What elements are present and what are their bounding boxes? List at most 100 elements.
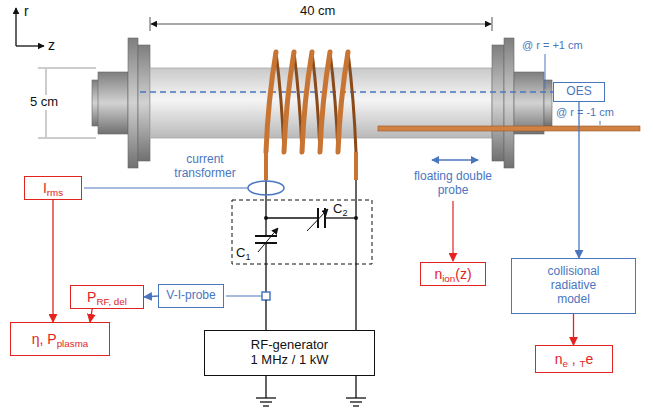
label: @ r = -1 cm <box>556 106 614 119</box>
node-text: Irms <box>43 180 63 196</box>
variable-arrow <box>307 209 328 231</box>
dimension-line <box>151 24 491 25</box>
text-part: C <box>333 201 342 216</box>
spectrometer-box: OES <box>553 82 605 102</box>
coil-lead <box>264 152 268 180</box>
connector-arrow <box>573 314 574 345</box>
junction <box>354 216 358 220</box>
end-cap <box>98 72 128 134</box>
result-box: η, Pplasma <box>10 322 110 356</box>
node-text: 1 MHz / 1 kW <box>250 353 328 368</box>
node-text: η, Pplasma <box>32 331 89 347</box>
capacitor-plate <box>317 208 319 228</box>
wire <box>265 243 266 292</box>
label: C1 <box>236 246 250 261</box>
measured-quantity: PRF, del <box>70 285 144 309</box>
subscript: 1 <box>245 252 250 262</box>
coil-back <box>276 52 356 152</box>
output-arrow <box>452 201 453 261</box>
label: C2 <box>333 202 347 217</box>
text-part: (z) <box>455 266 471 282</box>
node-text: V-I-probe <box>166 289 215 303</box>
dimension-extension <box>38 68 96 69</box>
label: 5 cm <box>30 95 58 110</box>
dimension-tick <box>492 17 493 31</box>
subscript: ion <box>442 273 455 284</box>
subscript: rms <box>47 187 63 198</box>
text-part: collisional radiative model <box>547 264 599 306</box>
text-part: floating double probe <box>414 169 492 197</box>
end-cap <box>514 72 544 134</box>
subscript: plasma <box>57 338 89 349</box>
text-part: e <box>586 351 594 367</box>
text-part: RF-generator <box>251 337 328 352</box>
text-part: n <box>434 266 442 282</box>
label: @ r = +1 cm <box>522 39 583 52</box>
capacitor-plate <box>255 235 277 237</box>
flange <box>492 45 504 161</box>
connector-arrow <box>52 200 53 322</box>
matchbox-outline <box>232 200 372 264</box>
signal-line <box>226 295 262 296</box>
current-transformer <box>248 181 284 195</box>
probe-box: V-I-probe <box>158 284 224 308</box>
label: r <box>24 3 29 19</box>
wire <box>325 217 356 218</box>
text-part: , <box>568 351 580 367</box>
text-part: @ r = -1 cm <box>556 106 614 118</box>
result-box: ne , Te <box>535 345 613 373</box>
measured-quantity: Irms <box>24 176 82 200</box>
label: current transformer <box>160 153 250 181</box>
text-part: 1 MHz / 1 kW <box>250 352 328 367</box>
text-part: z <box>48 37 55 53</box>
label: 40 cm <box>300 4 335 19</box>
text-part: r <box>24 3 29 19</box>
dimension-extension <box>38 138 96 139</box>
text-part: I <box>43 180 47 196</box>
model-box: collisional radiative model <box>511 258 636 314</box>
probe-rod <box>378 126 640 131</box>
flange <box>504 38 514 168</box>
node-text: OES <box>566 85 591 99</box>
node-text: RF-generator <box>251 338 328 353</box>
ground-symbol <box>256 398 276 406</box>
node-text: collisional radiative model <box>534 265 614 306</box>
flange <box>138 45 150 161</box>
text-part: @ r = +1 cm <box>522 39 583 51</box>
junction <box>264 216 268 220</box>
connector-arrow <box>578 102 579 258</box>
z-axis <box>16 45 44 46</box>
text-part: 40 cm <box>300 3 335 18</box>
coil-lead <box>354 152 358 180</box>
text-part: P <box>87 289 96 305</box>
measured-quantity: nion(z) <box>420 262 486 286</box>
text-part: n <box>555 351 563 367</box>
wire <box>265 376 266 398</box>
connector-arrow <box>144 296 158 297</box>
flange <box>128 38 138 168</box>
text-part: V-I-probe <box>166 288 215 302</box>
leader-line <box>600 121 601 125</box>
node-text: ne , Te <box>555 351 594 367</box>
text-part: η, P <box>32 331 57 347</box>
leader-line <box>545 54 546 89</box>
text-part: OES <box>566 84 591 98</box>
wire <box>265 300 266 330</box>
generator-box: RF-generator1 MHz / 1 kW <box>204 330 375 376</box>
coil-front <box>266 52 348 152</box>
movement-arrow <box>432 159 478 161</box>
subscript: RF, del <box>96 296 127 307</box>
subscript: e <box>562 358 567 369</box>
connector-arrow <box>90 309 92 322</box>
signal-line <box>84 187 248 188</box>
node-text: PRF, del <box>87 289 127 305</box>
dimension-tick <box>150 17 151 31</box>
text-part: current transformer <box>174 152 235 180</box>
vi-sensor <box>262 292 270 300</box>
wire <box>265 180 266 236</box>
wire <box>266 217 318 218</box>
label: floating double probe <box>408 170 498 198</box>
text-part: C <box>236 245 245 260</box>
subscript: 2 <box>342 208 347 218</box>
